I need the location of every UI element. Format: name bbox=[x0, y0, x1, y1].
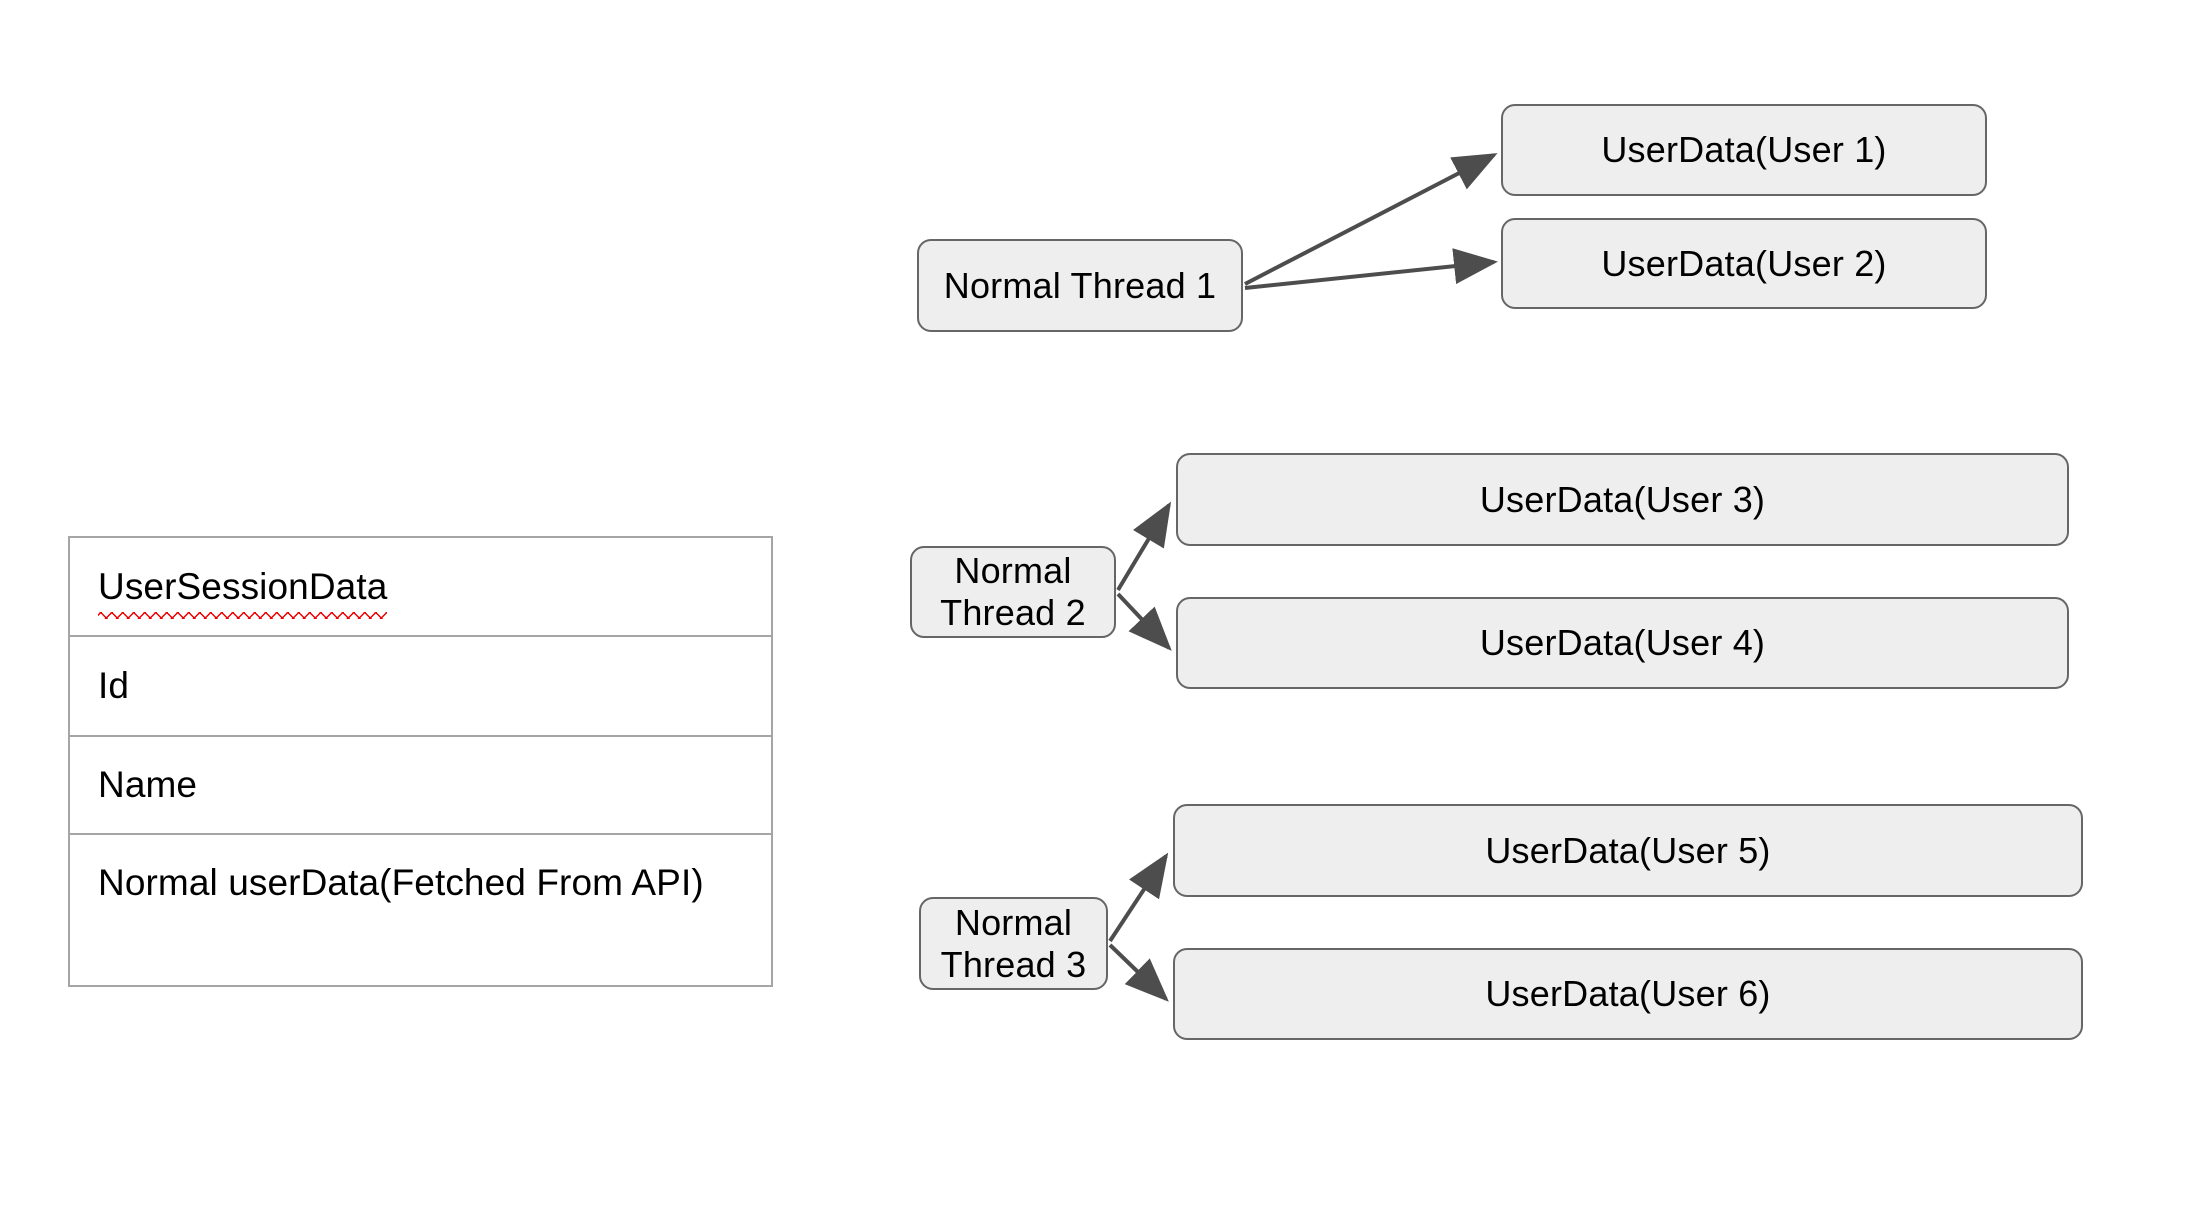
entity-title-text: UserSessionData bbox=[98, 563, 388, 620]
table-row-title[interactable]: UserSessionData bbox=[70, 538, 771, 637]
edge-thread-3-to-userdata-5 bbox=[1108, 852, 1169, 943]
node-label-userdata-4: UserData(User 4) bbox=[1479, 622, 1766, 663]
node-userdata-user-3[interactable]: UserData(User 3) bbox=[1176, 453, 2069, 546]
node-label-userdata-3: UserData(User 3) bbox=[1479, 478, 1766, 520]
edge-thread-1-to-userdata-1 bbox=[1244, 153, 1498, 286]
node-label-userdata-1: UserData(User 1) bbox=[1601, 129, 1887, 170]
node-userdata-user-2[interactable]: UserData(User 2) bbox=[1501, 218, 1987, 309]
node-userdata-user-6[interactable]: UserData(User 6) bbox=[1173, 948, 2083, 1040]
user-session-data-table: UserSessionData Id Name Normal userData(… bbox=[68, 536, 773, 987]
node-userdata-user-1[interactable]: UserData(User 1) bbox=[1501, 104, 1987, 196]
node-label-thread-1: Normal Thread 1 bbox=[943, 264, 1217, 306]
node-label-userdata-5: UserData(User 5) bbox=[1485, 829, 1771, 871]
node-normal-thread-2[interactable]: Normal Thread 2 bbox=[910, 546, 1116, 638]
node-label-thread-3: Normal Thread 3 bbox=[940, 901, 1087, 985]
edge-thread-2-to-userdata-3 bbox=[1116, 501, 1172, 592]
edge-thread-2-to-userdata-4 bbox=[1116, 592, 1172, 651]
node-normal-thread-1[interactable]: Normal Thread 1 bbox=[917, 239, 1243, 332]
node-label-userdata-2: UserData(User 2) bbox=[1601, 242, 1887, 284]
edge-thread-3-to-userdata-6 bbox=[1108, 943, 1169, 1002]
entity-field-userdata-text: Normal userData(Fetched From API) bbox=[98, 862, 704, 903]
node-label-userdata-6: UserData(User 6) bbox=[1485, 973, 1771, 1014]
node-normal-thread-3[interactable]: Normal Thread 3 bbox=[919, 897, 1108, 990]
edge-thread-1-to-userdata-2 bbox=[1244, 248, 1498, 290]
table-row-name[interactable]: Name bbox=[70, 737, 771, 835]
entity-field-name-text: Name bbox=[98, 764, 198, 806]
table-row-id[interactable]: Id bbox=[70, 637, 771, 737]
table-row-userdata-note[interactable]: Normal userData(Fetched From API) bbox=[70, 835, 771, 985]
node-label-thread-2: Normal Thread 2 bbox=[940, 550, 1086, 633]
entity-field-id-text: Id bbox=[98, 665, 130, 707]
node-userdata-user-4[interactable]: UserData(User 4) bbox=[1176, 597, 2069, 689]
node-userdata-user-5[interactable]: UserData(User 5) bbox=[1173, 804, 2083, 897]
